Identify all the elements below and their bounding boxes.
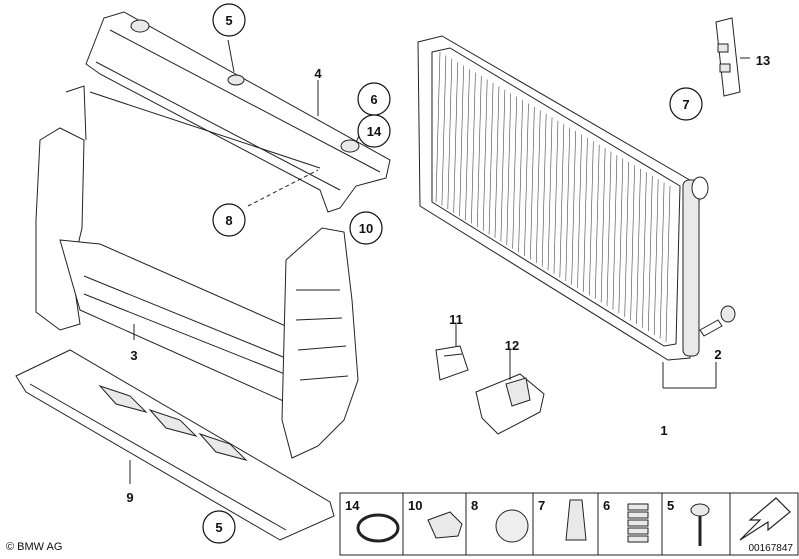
callout-c10: 10 [349,211,383,245]
callout-label: 9 [126,490,133,505]
callout-c5b: 5 [202,510,236,544]
screw-icon [690,503,710,546]
rubber-buffer-icon [627,503,649,543]
plug-icon [495,509,529,543]
legend-label-10: 10 [408,498,422,513]
callout-label: 14 [367,124,382,139]
legend-strip: 14 10 8 7 6 5 [339,492,799,556]
callout-circle [202,510,236,544]
callout-label: 6 [370,92,377,107]
callout-c12: 12 [505,338,519,353]
callout-label: 7 [682,97,689,112]
legend-label-7: 7 [538,498,545,513]
legend-label-14: 14 [345,498,360,513]
callout-label: 1 [660,423,667,438]
grommet-icon [427,511,463,539]
callout-label: 3 [130,348,137,363]
callout-circle [357,114,391,148]
part-11-clip [435,324,469,381]
callout-c2: 2 [714,347,721,362]
callout-label: 12 [505,338,519,353]
callout-label: 5 [215,520,222,535]
callout-c5a: 5 [212,3,246,37]
callout-labels: 5 4 6 14 8 10 3 9 5 7 13 11 12 2 1 [126,3,770,544]
callout-circle [212,203,246,237]
drain-plug [699,305,736,388]
callout-c6: 6 [357,82,391,116]
callout-c9: 9 [126,490,133,505]
upper-carrier [85,11,391,213]
clip-icon [565,499,587,541]
lower-air-duct [15,349,335,541]
legend-label-8: 8 [471,498,478,513]
callout-c3: 3 [130,348,137,363]
callout-c11: 11 [449,312,463,327]
callout-label: 10 [359,221,373,236]
callout-label: 11 [449,312,463,327]
callout-c8: 8 [212,203,246,237]
callout-c14: 14 [357,114,391,148]
callout-c7: 7 [669,87,703,121]
copyright-symbol: © [6,541,15,553]
callout-label: 8 [225,213,232,228]
callout-label: 2 [714,347,721,362]
part-12-mount [475,350,545,435]
callout-circle [669,87,703,121]
legend-label-6: 6 [603,498,610,513]
part-13-bracket [715,17,750,97]
callout-circle [212,3,246,37]
fan-shroud [35,85,359,459]
copyright-brand: © BMW AG [6,541,62,553]
callout-c4: 4 [314,66,322,81]
diagram-number: 00167847 [748,543,794,554]
arrow-icon [739,497,791,541]
radiator [417,35,716,389]
callout-c13: 13 [756,53,770,68]
callout-c1: 1 [660,423,667,438]
legend-label-5: 5 [667,498,674,513]
callout-label: 5 [225,13,232,28]
callout-label: 4 [314,66,322,81]
callout-label: 13 [756,53,770,68]
callout-circle [349,211,383,245]
o-ring-icon [356,513,400,543]
brand-name: BMW AG [17,541,63,553]
